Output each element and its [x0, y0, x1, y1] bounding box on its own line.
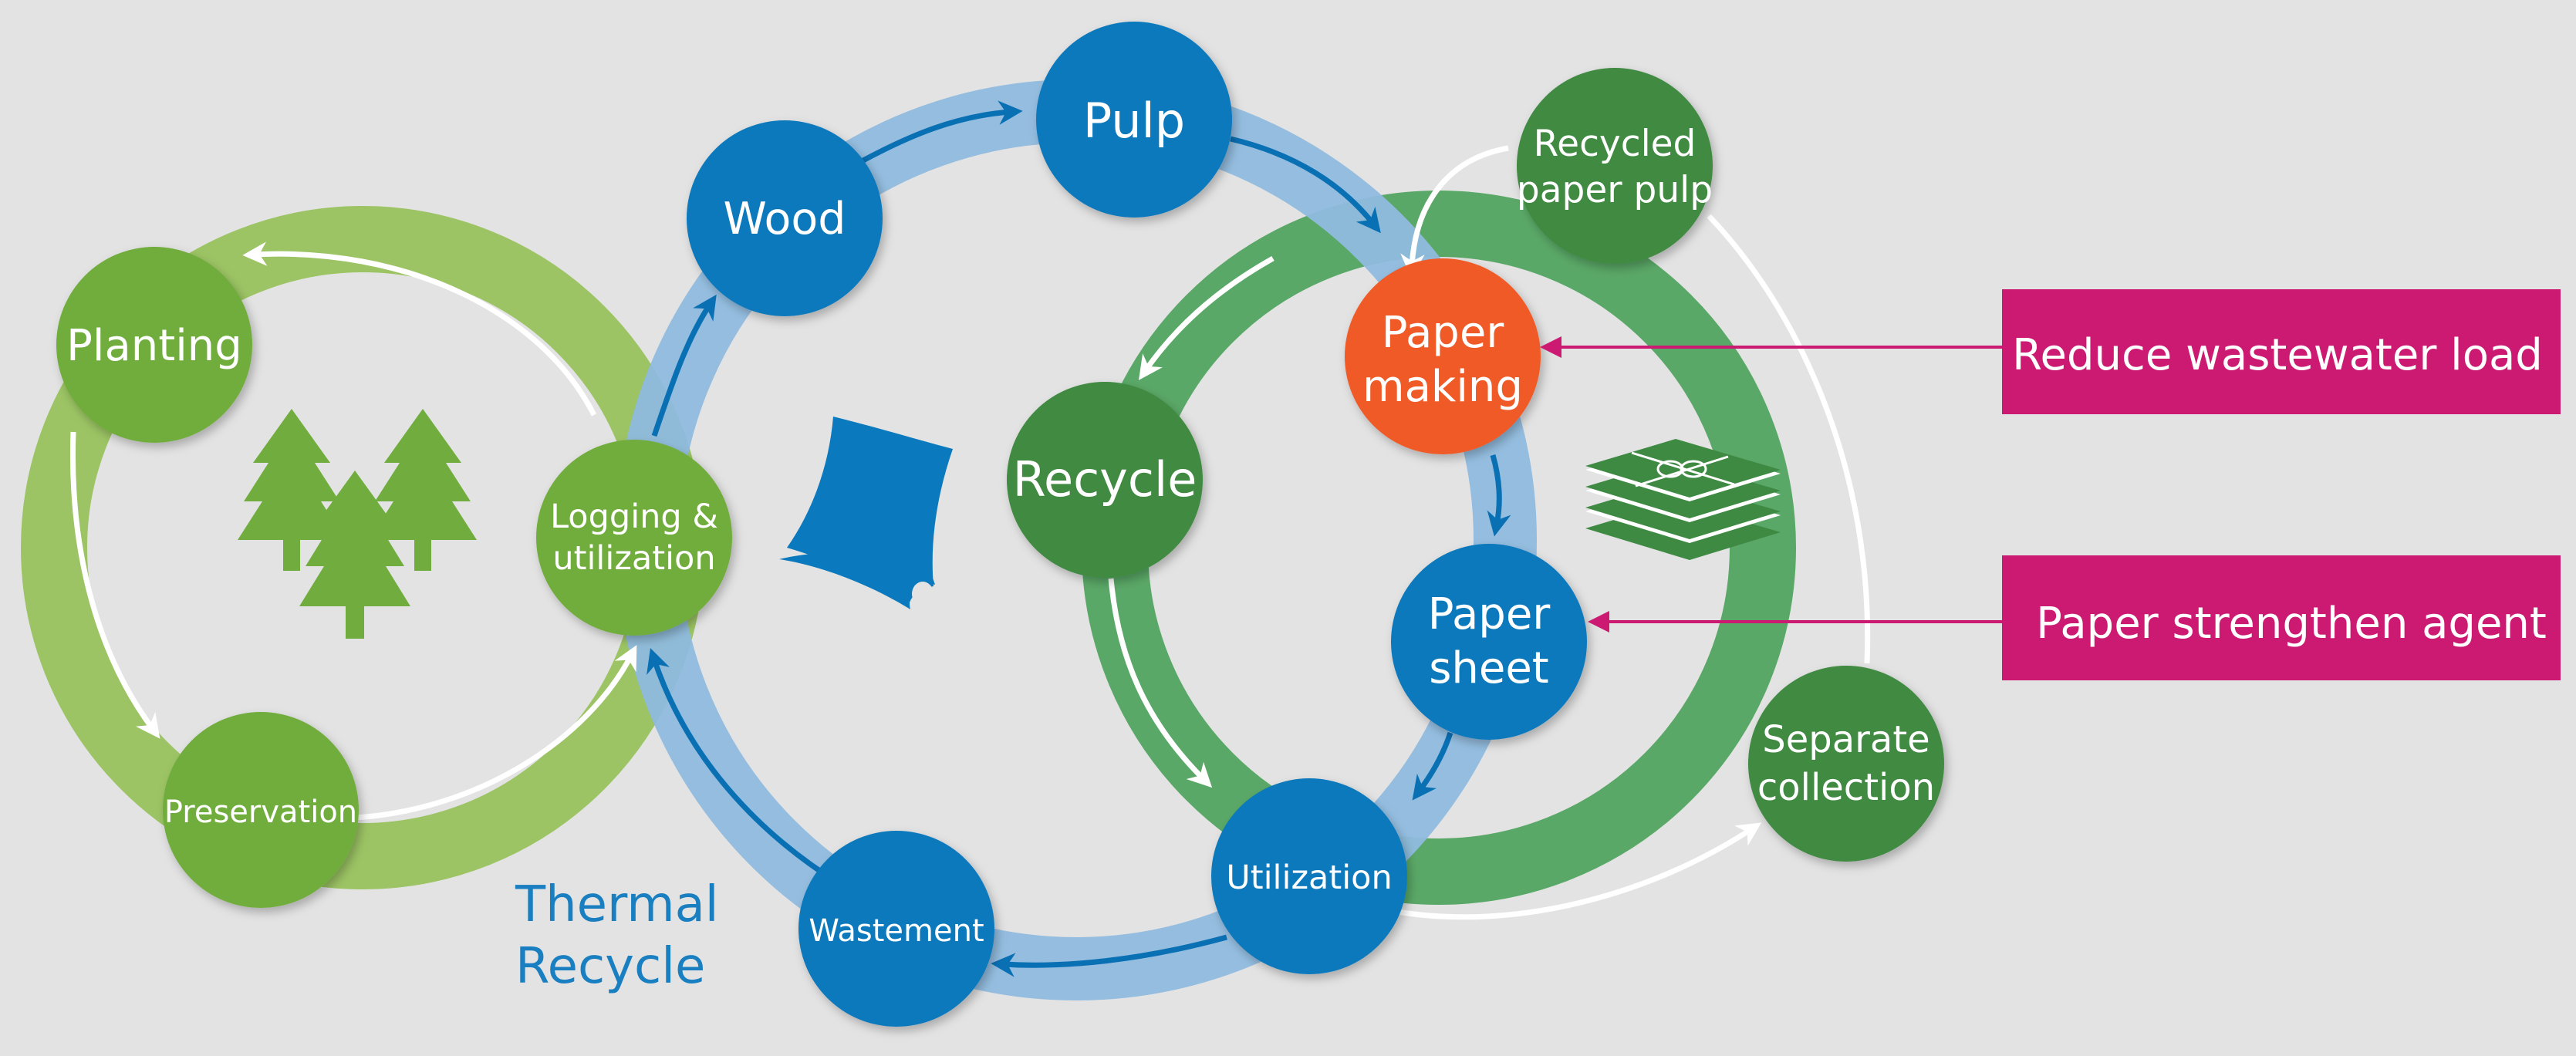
pulp-node [1036, 22, 1232, 218]
flow-arrow-icon [1388, 822, 1762, 920]
recycled-pulp-label-line1: Recycled [1534, 123, 1697, 165]
recycle-label: Recycle [1013, 451, 1197, 508]
thermal-recycle-label-line1: Thermal [515, 876, 719, 933]
preservation-label: Preservation [164, 795, 357, 830]
flow-arrow-icon [647, 648, 846, 889]
pulp-label: Pulp [1083, 93, 1185, 149]
strengthen-callout-box [2002, 555, 2561, 680]
tree-icon [238, 409, 477, 639]
wastement-label: Wastement [809, 913, 984, 949]
separate-collection-label-line2: collection [1757, 766, 1935, 809]
paper-making-label-line2: making [1362, 362, 1523, 412]
strengthen-callout-text: Paper strengthen agent [2036, 599, 2547, 649]
preservation-node [163, 712, 359, 908]
logging-node [536, 440, 732, 636]
logging-label-line1: Logging & [550, 498, 718, 536]
flow-arrow-icon [1707, 214, 1871, 664]
flow-arrow-icon [1138, 255, 1274, 380]
wood-node [687, 120, 883, 316]
logging-label-line2: utilization [552, 539, 715, 578]
recycle-node [1007, 382, 1203, 578]
flow-arrow-icon [1230, 136, 1381, 234]
flow-arrow-icon [651, 294, 717, 437]
thermal-recycle-label-line2: Recycle [515, 938, 705, 995]
separate-collection-label-line1: Separate [1762, 718, 1929, 761]
utilization-node [1211, 778, 1407, 974]
paper-making-node [1345, 258, 1541, 454]
wastewater-callout-box [2002, 289, 2561, 414]
utilization-label: Utilization [1226, 859, 1392, 897]
flow-arrow-icon [354, 645, 637, 821]
recycled-pulp-node [1517, 68, 1713, 264]
flow-arrow-icon [1400, 145, 1509, 278]
wastewater-callout-text: Reduce wastewater load [2012, 330, 2543, 380]
paper-sheet-node [1391, 544, 1587, 740]
separate-collection-node [1748, 666, 1944, 862]
flow-arrow-icon [859, 100, 1023, 165]
paper-stack-icon [1585, 439, 1781, 560]
recycled-pulp-label-line2: paper pulp [1517, 169, 1713, 211]
paper-scroll-icon [779, 417, 953, 609]
flow-arrow-icon [1487, 454, 1511, 537]
flow-arrow-icon [1108, 578, 1213, 788]
wood-label: Wood [724, 194, 846, 245]
flow-arrow-icon [1412, 731, 1453, 801]
paper-sheet-label-line2: sheet [1429, 643, 1549, 693]
flow-arrow-icon [70, 431, 160, 739]
paper-sheet-label-line1: Paper [1428, 589, 1551, 639]
wastement-node [798, 831, 994, 1027]
planting-label: Planting [66, 321, 242, 371]
flow-arrow-icon [242, 241, 597, 417]
flow-arrow-icon [991, 934, 1227, 977]
planting-node [56, 247, 252, 443]
paper-making-label-line1: Paper [1382, 308, 1505, 358]
